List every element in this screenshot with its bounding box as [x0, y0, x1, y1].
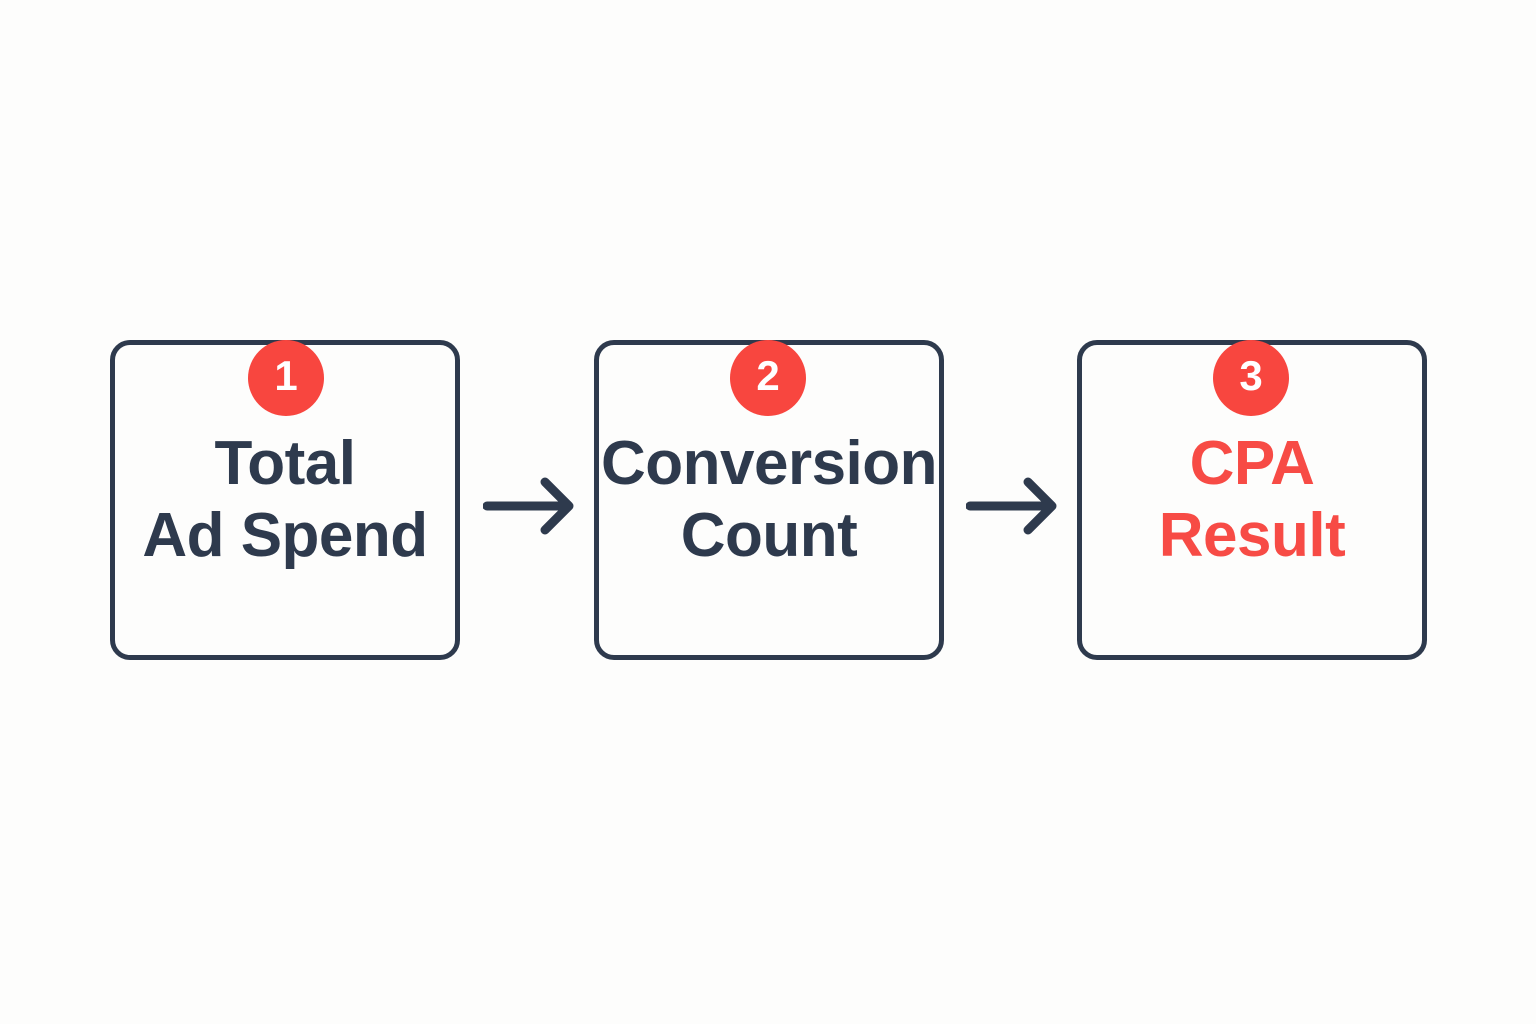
step-number-badge: 1 [248, 340, 324, 416]
step-number-text: 2 [756, 352, 780, 399]
arrow-right-icon [966, 477, 1057, 535]
step-number-text: 3 [1239, 352, 1263, 399]
arrow-right-icon [483, 477, 574, 535]
process-flow: Total Ad Spend 1 Conversion Count 2 [110, 304, 1428, 660]
step-label: Conversion Count [600, 429, 938, 570]
step-number-badge: 2 [730, 340, 806, 416]
step-number-text: 1 [274, 352, 298, 399]
connector-arrow-2 [966, 474, 1066, 538]
process-step-3[interactable]: CPA Result 3 [1077, 340, 1427, 660]
step-label: CPA Result [1158, 429, 1346, 570]
step-number-badge: 3 [1213, 340, 1289, 416]
process-step-2[interactable]: Conversion Count 2 [594, 340, 944, 660]
connector-arrow-1 [483, 474, 583, 538]
process-step-1[interactable]: Total Ad Spend 1 [110, 340, 460, 660]
step-label: Total Ad Spend [142, 429, 428, 570]
